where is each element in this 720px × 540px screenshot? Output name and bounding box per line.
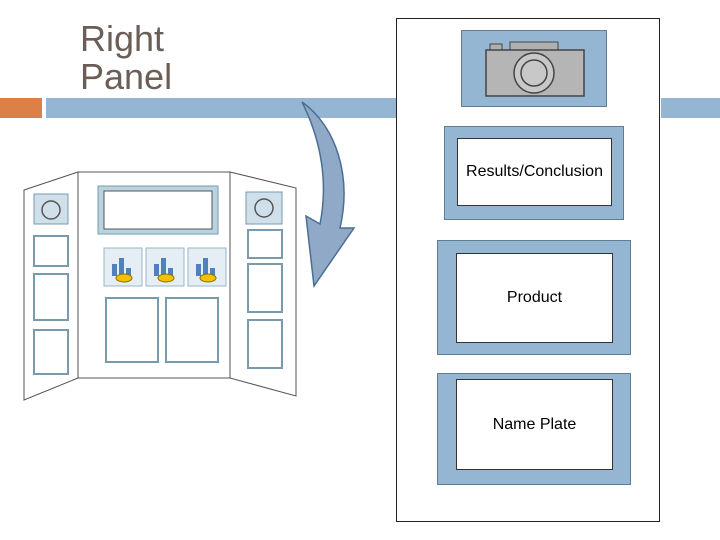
chart-icon bbox=[145, 247, 185, 287]
camera-icon bbox=[485, 41, 585, 97]
name-plate-label: Name Plate bbox=[456, 379, 613, 470]
board-left-wing bbox=[23, 171, 79, 401]
slide-title-line-2: Panel bbox=[80, 56, 173, 97]
board-center bbox=[77, 171, 231, 379]
product-label: Product bbox=[456, 253, 613, 343]
tri-fold-board-thumbnail bbox=[23, 171, 297, 401]
product-frame: Product bbox=[437, 240, 631, 355]
chart-icon bbox=[103, 247, 143, 287]
slide-title: Right Panel bbox=[80, 20, 300, 96]
name-plate-frame: Name Plate bbox=[437, 373, 631, 485]
results-conclusion-label: Results/Conclusion bbox=[457, 138, 612, 206]
chart-icon bbox=[187, 247, 227, 287]
camera-icon bbox=[245, 191, 283, 225]
photo-frame bbox=[461, 30, 607, 107]
board-right-wing bbox=[229, 171, 297, 397]
results-conclusion-frame: Results/Conclusion bbox=[444, 126, 624, 220]
accent-bar-blue-right bbox=[661, 98, 720, 118]
slide-title-line-1: Right bbox=[80, 18, 165, 59]
curved-arrow-icon bbox=[301, 101, 356, 289]
accent-bar-orange bbox=[0, 98, 42, 118]
